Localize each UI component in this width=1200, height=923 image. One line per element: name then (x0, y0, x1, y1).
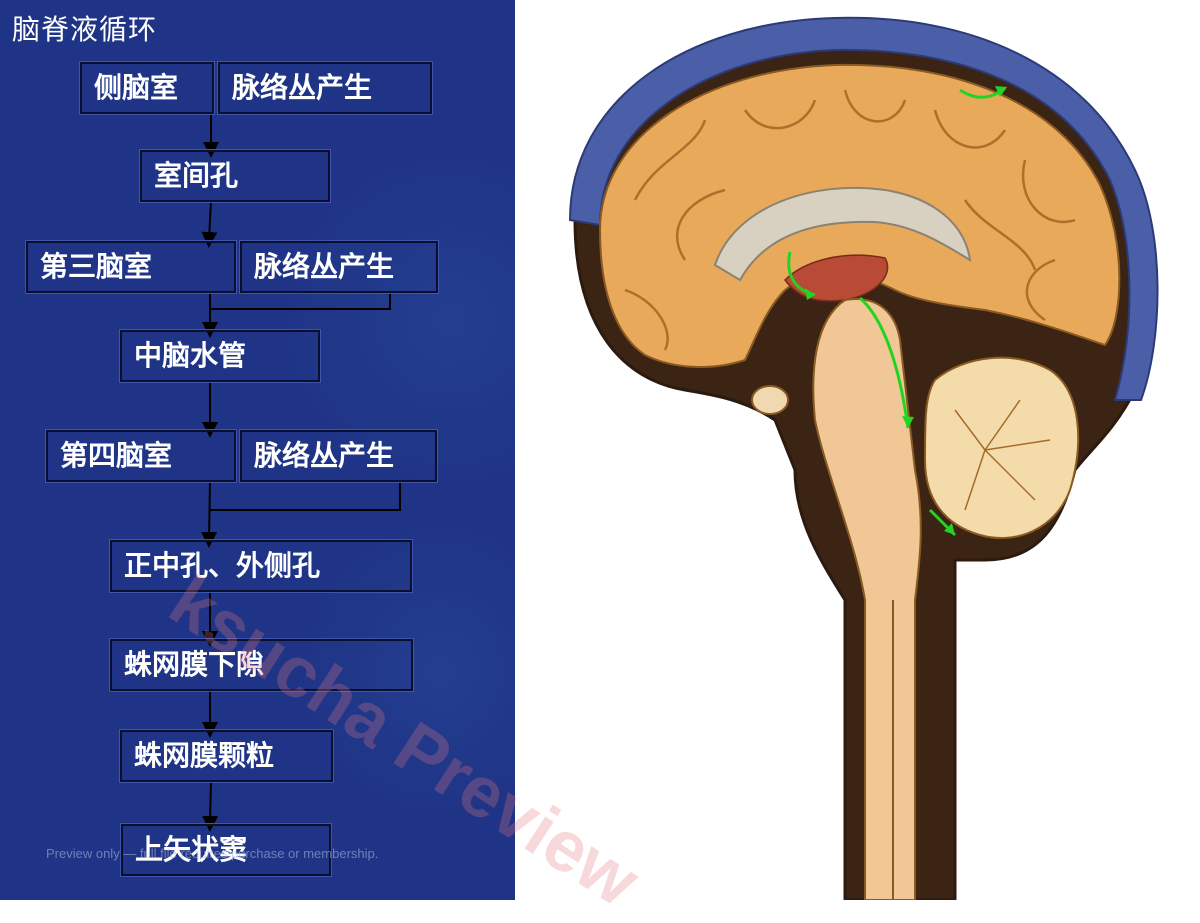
flow-arrow-aqueduct (859, 296, 910, 429)
node-choroid-plexus: 脉络丛产生 (217, 61, 433, 115)
node-third-ventricle: 第三脑室 (25, 240, 237, 294)
preview-footer-note: Preview only — full file requires purcha… (46, 846, 379, 861)
join-line (210, 482, 401, 511)
arbor-vitae (954, 399, 1051, 511)
background-decoration (300, 520, 515, 820)
pituitary-gland (751, 385, 789, 415)
flow-arrow (202, 779, 219, 832)
flowchart-panel: 脑脊液循环 侧脑室 脉络丛产生 室间孔 第三脑室 脉络丛产生 中脑水管 第四脑室… (0, 0, 515, 900)
gyri-texture (624, 89, 1076, 351)
flow-arrow (201, 200, 218, 248)
node-arachnoid-granulations: 蛛网膜颗粒 (119, 729, 334, 783)
superior-sagittal-sinus (568, 16, 1159, 401)
node-median-lateral-apertures: 正中孔、外侧孔 (109, 539, 413, 593)
csf-flow-arrowheads (805, 86, 1007, 535)
node-choroid-plexus: 脉络丛产生 (239, 240, 439, 294)
node-interventricular-foramen: 室间孔 (139, 149, 331, 203)
flow-arrow (201, 481, 218, 548)
brainstem-spinal-cord (812, 298, 922, 900)
flow-connectors (201, 113, 401, 832)
node-subarachnoid-space: 蛛网膜下隙 (109, 638, 414, 692)
slide-title: 脑脊液循环 (12, 13, 158, 46)
node-cerebral-aqueduct: 中脑水管 (119, 329, 321, 383)
node-fourth-ventricle: 第四脑室 (45, 429, 237, 483)
node-lateral-ventricle: 侧脑室 (79, 61, 215, 115)
brain-sagittal-illustration (568, 16, 1159, 900)
corpus-callosum (713, 186, 972, 282)
node-choroid-plexus: 脉络丛产生 (239, 429, 438, 483)
choroid-plexus (784, 254, 889, 302)
join-line (210, 293, 391, 310)
node-superior-sagittal-sinus: 上矢状窦 (120, 823, 332, 877)
